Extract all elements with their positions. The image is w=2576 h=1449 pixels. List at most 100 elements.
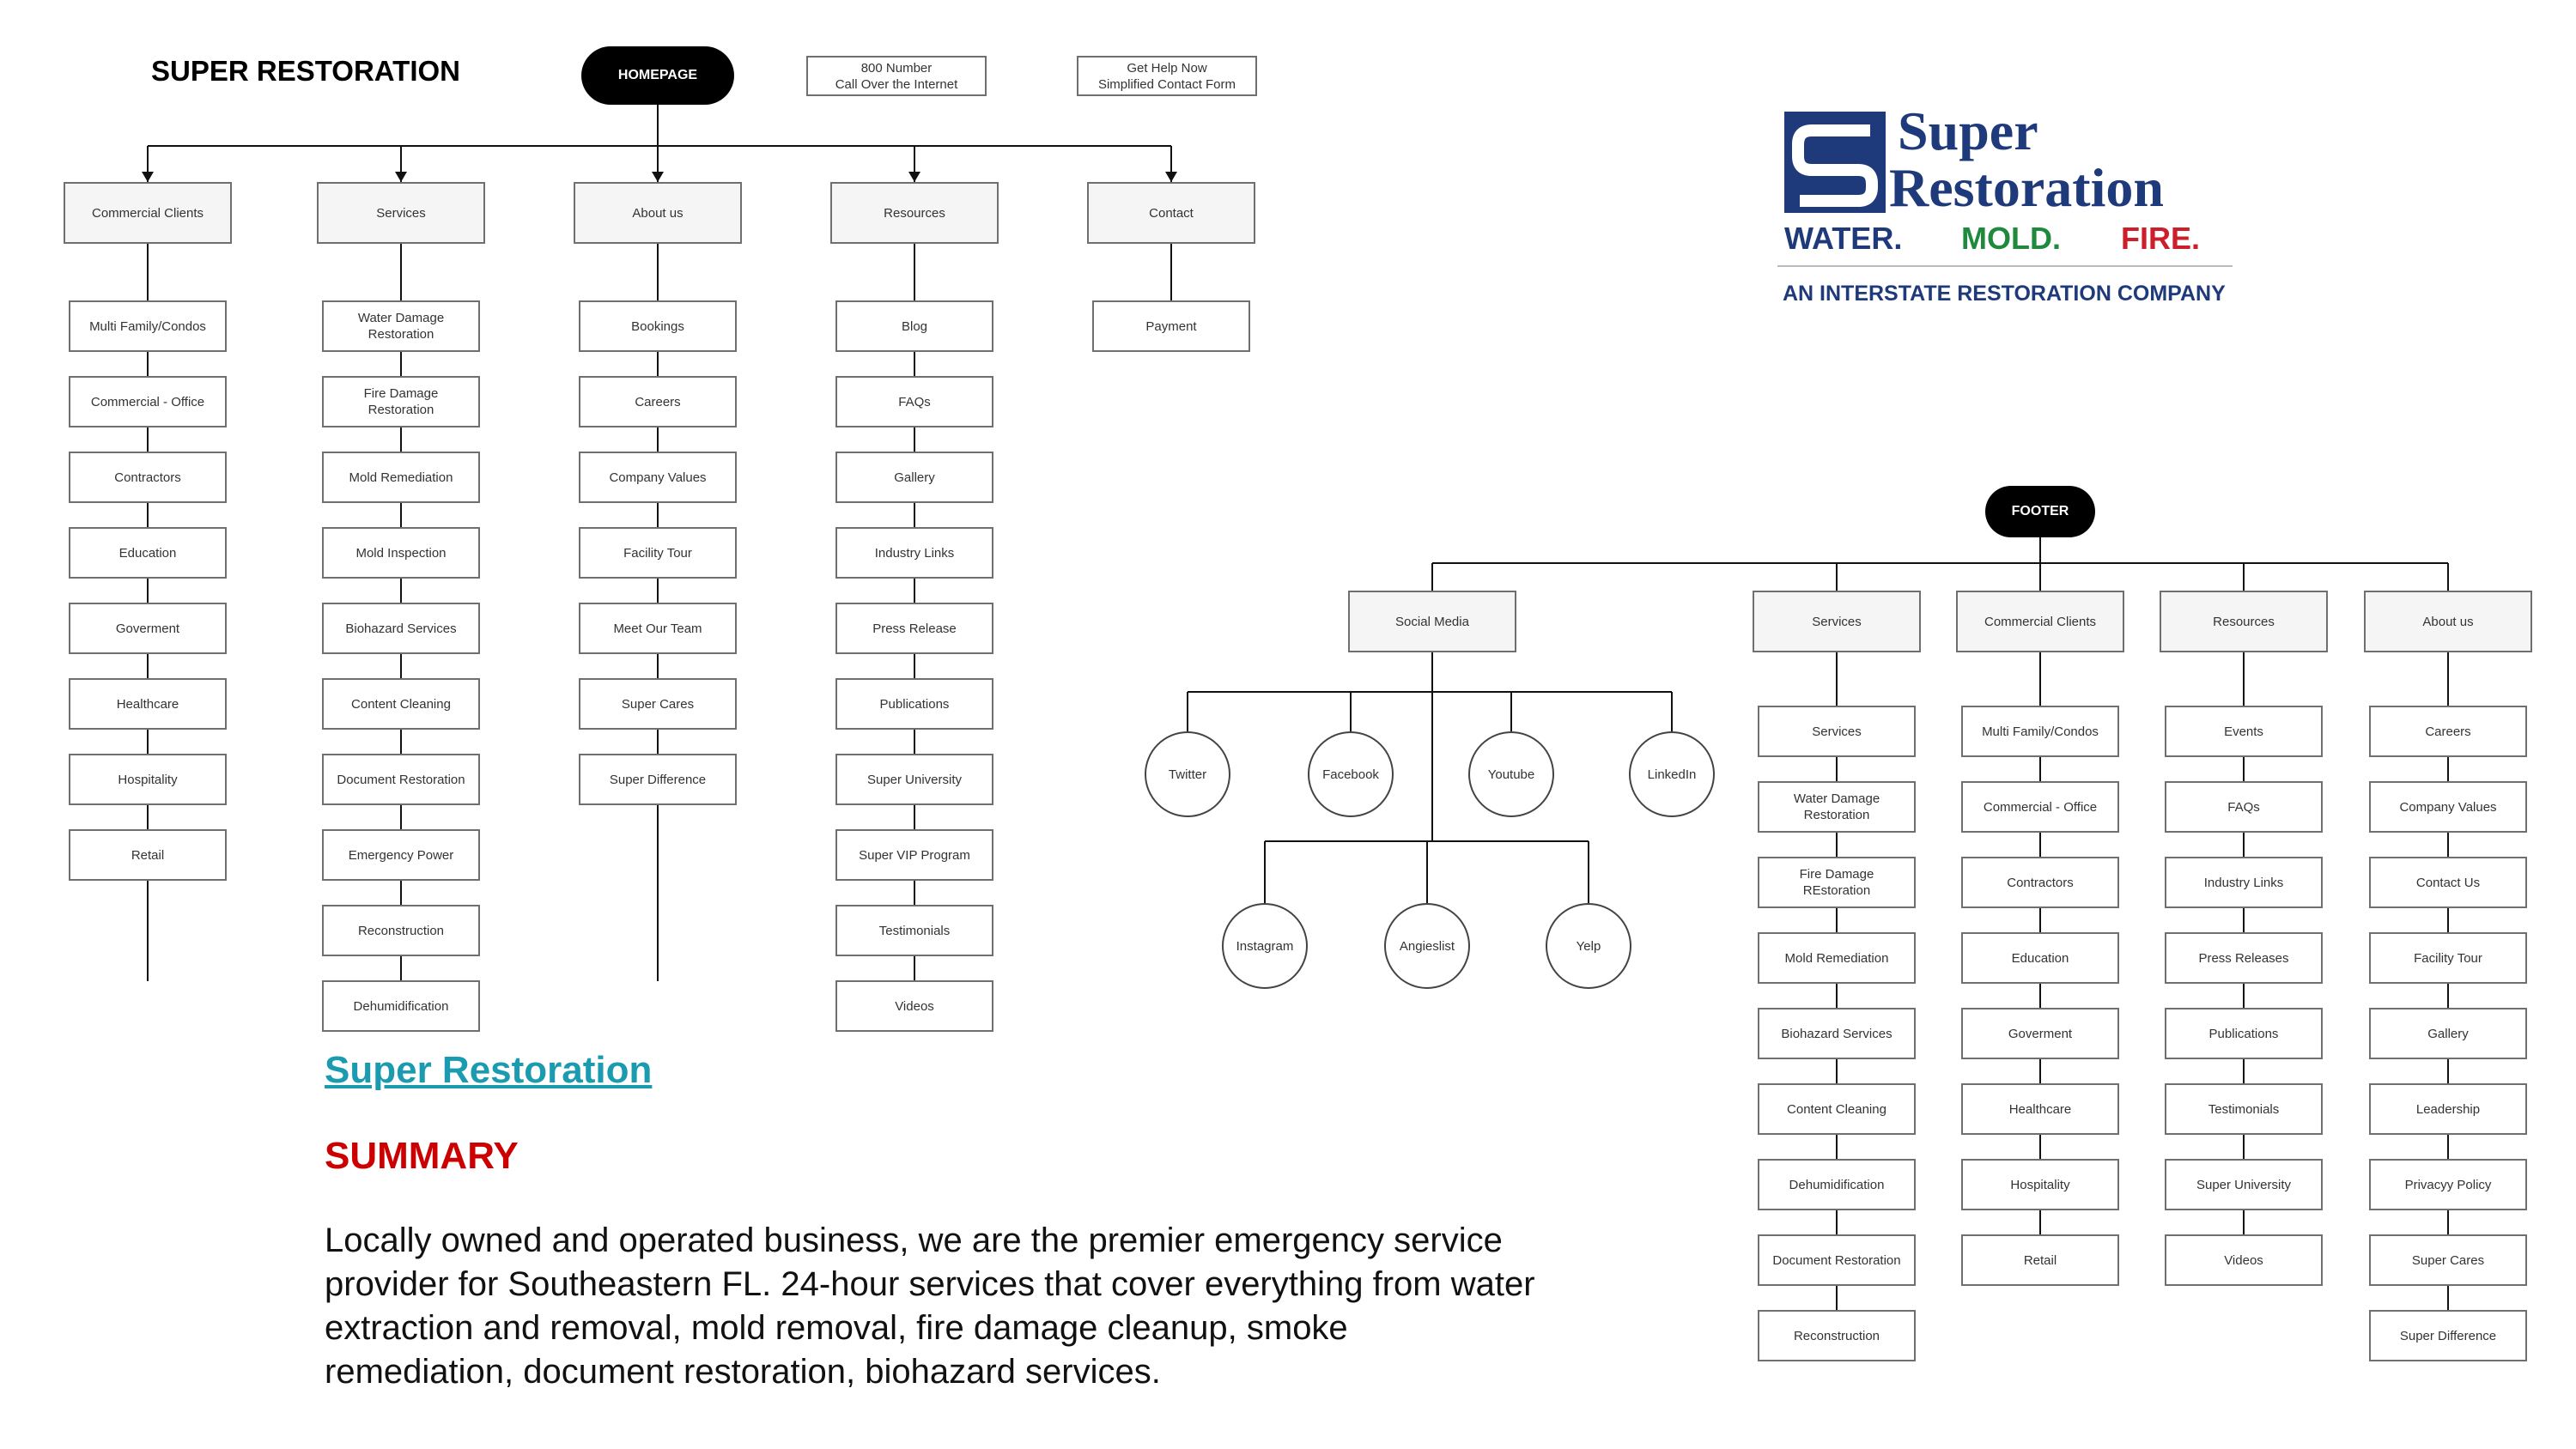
- footer-commercial-clients-node: Commercial Clients: [1956, 591, 2124, 652]
- homepage-services-item: Document Restoration: [322, 754, 480, 805]
- footer-about-us-item: Super Cares: [2369, 1234, 2527, 1286]
- homepage-resources-item: Publications: [835, 678, 993, 730]
- utility-800-number: 800 Number Call Over the Internet: [806, 56, 987, 96]
- homepage-about-us-item: Careers: [579, 376, 737, 427]
- svg-text:AN INTERSTATE RESTORATION COMP: AN INTERSTATE RESTORATION COMPANY: [1783, 282, 2226, 306]
- arrow-head: [908, 172, 920, 182]
- homepage-resources-item: Super University: [835, 754, 993, 805]
- svg-text:MOLD.: MOLD.: [1961, 221, 2061, 256]
- summary-text: Locally owned and operated business, we …: [325, 1222, 1535, 1391]
- homepage-services-item: Reconstruction: [322, 905, 480, 956]
- footer-commercial-clients-item: Education: [1961, 932, 2119, 984]
- footer-commercial-clients-item: Commercial - Office: [1961, 781, 2119, 833]
- footer-services-item: Document Restoration: [1758, 1234, 1916, 1286]
- svg-text:WATER.: WATER.: [1784, 221, 1902, 256]
- footer-resources-item: Videos: [2165, 1234, 2323, 1286]
- homepage-commercial-clients-item: Education: [69, 527, 227, 579]
- arrow-head: [652, 172, 664, 182]
- footer-services-item: Mold Remediation: [1758, 932, 1916, 984]
- summary-heading: SUMMARY: [325, 1135, 519, 1177]
- homepage-commercial-clients-node: Commercial Clients: [64, 182, 232, 244]
- homepage-resources-item: Blog: [835, 300, 993, 352]
- footer-services-item: Water Damage Restoration: [1758, 781, 1916, 833]
- homepage-services-item: Fire Damage Restoration: [322, 376, 480, 427]
- homepage-commercial-clients-item: Goverment: [69, 603, 227, 654]
- twitter-circle: Twitter: [1145, 731, 1230, 817]
- footer-services-item: Content Cleaning: [1758, 1083, 1916, 1135]
- footer-services-item: Biohazard Services: [1758, 1008, 1916, 1059]
- footer-resources-item: Testimonials: [2165, 1083, 2323, 1135]
- company-logo: Super Restoration WATER. MOLD. FIRE. AN …: [1777, 100, 2233, 306]
- page-title: SUPER RESTORATION: [151, 55, 460, 87]
- footer-about-us-item: Privacyy Policy: [2369, 1159, 2527, 1210]
- homepage-services-item: Dehumidification: [322, 980, 480, 1032]
- homepage-services-item: Water Damage Restoration: [322, 300, 480, 352]
- youtube-circle: Youtube: [1468, 731, 1554, 817]
- footer-about-us-item: Gallery: [2369, 1008, 2527, 1059]
- homepage-commercial-clients-item: Commercial - Office: [69, 376, 227, 427]
- homepage-commercial-clients-item: Multi Family/Condos: [69, 300, 227, 352]
- arrow-head: [142, 172, 154, 182]
- footer-about-us-node: About us: [2364, 591, 2532, 652]
- svg-text:FIRE.: FIRE.: [2121, 221, 2200, 256]
- footer-root-node: FOOTER: [1985, 486, 2095, 537]
- homepage-about-us-item: Super Difference: [579, 754, 737, 805]
- footer-commercial-clients-item: Contractors: [1961, 857, 2119, 908]
- homepage-services-item: Emergency Power: [322, 829, 480, 881]
- footer-about-us-item: Facility Tour: [2369, 932, 2527, 984]
- homepage-services-node: Services: [317, 182, 485, 244]
- angieslist-circle: Angieslist: [1384, 903, 1470, 989]
- homepage-resources-node: Resources: [830, 182, 999, 244]
- homepage-about-us-item: Meet Our Team: [579, 603, 737, 654]
- facebook-circle: Facebook: [1308, 731, 1394, 817]
- homepage-about-us-item: Bookings: [579, 300, 737, 352]
- homepage-services-item: Mold Inspection: [322, 527, 480, 579]
- homepage-resources-item: Press Release: [835, 603, 993, 654]
- instagram-circle: Instagram: [1222, 903, 1308, 989]
- homepage-services-item: Mold Remediation: [322, 452, 480, 503]
- footer-about-us-item: Company Values: [2369, 781, 2527, 833]
- homepage-about-us-node: About us: [574, 182, 742, 244]
- footer-resources-item: Industry Links: [2165, 857, 2323, 908]
- homepage-resources-item: Videos: [835, 980, 993, 1032]
- footer-about-us-item: Contact Us: [2369, 857, 2527, 908]
- svg-text:Super: Super: [1898, 100, 2038, 161]
- homepage-resources-item: Testimonials: [835, 905, 993, 956]
- homepage-commercial-clients-item: Retail: [69, 829, 227, 881]
- footer-commercial-clients-item: Hospitality: [1961, 1159, 2119, 1210]
- footer-services-item: Reconstruction: [1758, 1310, 1916, 1361]
- footer-social-media-node: Social Media: [1348, 591, 1516, 652]
- footer-resources-item: FAQs: [2165, 781, 2323, 833]
- footer-services-item: Dehumidification: [1758, 1159, 1916, 1210]
- homepage-services-item: Content Cleaning: [322, 678, 480, 730]
- homepage-root-node: HOMEPAGE: [581, 46, 734, 105]
- homepage-contact-item: Payment: [1092, 300, 1250, 352]
- homepage-about-us-item: Facility Tour: [579, 527, 737, 579]
- arrow-head: [395, 172, 407, 182]
- homepage-commercial-clients-item: Healthcare: [69, 678, 227, 730]
- linkedin-circle: LinkedIn: [1629, 731, 1715, 817]
- footer-services-item: Fire Damage REstoration: [1758, 857, 1916, 908]
- footer-commercial-clients-item: Multi Family/Condos: [1961, 706, 2119, 757]
- footer-resources-item: Events: [2165, 706, 2323, 757]
- homepage-resources-item: Industry Links: [835, 527, 993, 579]
- footer-resources-item: Publications: [2165, 1008, 2323, 1059]
- homepage-services-item: Biohazard Services: [322, 603, 480, 654]
- footer-services-node: Services: [1753, 591, 1921, 652]
- yelp-circle: Yelp: [1546, 903, 1631, 989]
- svg-text:Restoration: Restoration: [1889, 157, 2164, 218]
- homepage-about-us-item: Company Values: [579, 452, 737, 503]
- footer-commercial-clients-item: Goverment: [1961, 1008, 2119, 1059]
- homepage-resources-item: Super VIP Program: [835, 829, 993, 881]
- footer-about-us-item: Careers: [2369, 706, 2527, 757]
- homepage-resources-item: Gallery: [835, 452, 993, 503]
- footer-commercial-clients-item: Healthcare: [1961, 1083, 2119, 1135]
- footer-services-item: Services: [1758, 706, 1916, 757]
- footer-commercial-clients-item: Retail: [1961, 1234, 2119, 1286]
- homepage-contact-node: Contact: [1087, 182, 1255, 244]
- footer-resources-node: Resources: [2160, 591, 2328, 652]
- footer-about-us-item: Super Difference: [2369, 1310, 2527, 1361]
- super-restoration-link[interactable]: Super Restoration: [325, 1049, 653, 1091]
- homepage-resources-item: FAQs: [835, 376, 993, 427]
- utility-get-help-now: Get Help Now Simplified Contact Form: [1077, 56, 1257, 96]
